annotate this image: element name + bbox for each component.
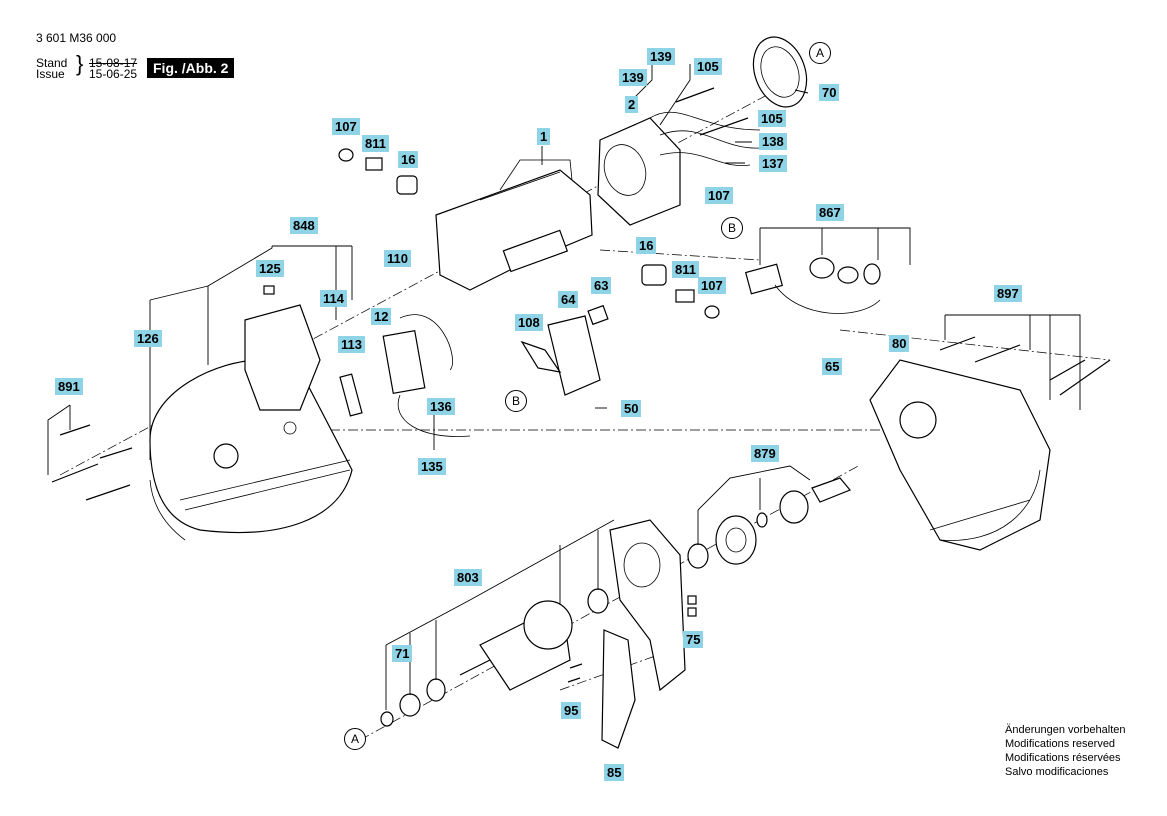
label-803: 803 bbox=[454, 569, 482, 586]
gear-housing-plate bbox=[609, 519, 686, 692]
stand-date: 15-08-17 bbox=[89, 56, 138, 70]
label-63: 63 bbox=[591, 277, 612, 294]
label-65: 65 bbox=[822, 358, 843, 375]
label-71: 71 bbox=[392, 645, 413, 662]
label-107-motor: 107 bbox=[705, 187, 733, 204]
label-1: 1 bbox=[537, 128, 551, 145]
label-75: 75 bbox=[683, 631, 704, 648]
label-138: 138 bbox=[759, 133, 787, 150]
label-108: 108 bbox=[515, 314, 543, 331]
ref-a-bottom: A bbox=[344, 728, 366, 750]
figure-title: Fig. /Abb. 2 bbox=[147, 58, 235, 78]
note-fr: Modifications réservées bbox=[1005, 752, 1121, 764]
label-80: 80 bbox=[889, 335, 910, 352]
gear-stack-879 bbox=[687, 477, 851, 569]
electronics-module-12 bbox=[382, 329, 426, 395]
label-137: 137 bbox=[759, 155, 787, 172]
ref-a-top: A bbox=[809, 42, 831, 64]
label-136: 136 bbox=[427, 398, 455, 415]
ref-b-bottom: B bbox=[505, 390, 527, 412]
blade-guard-left-848 bbox=[149, 304, 353, 541]
label-135: 135 bbox=[418, 458, 446, 475]
label-891: 891 bbox=[55, 378, 83, 395]
cover-64 bbox=[520, 304, 609, 396]
blade-guard-right-897 bbox=[869, 359, 1051, 551]
brush-set-right bbox=[641, 264, 720, 319]
label-95: 95 bbox=[561, 702, 582, 719]
issue-label: Issue bbox=[36, 67, 65, 81]
label-107-right: 107 bbox=[698, 277, 726, 294]
label-867: 867 bbox=[816, 204, 844, 221]
label-50: 50 bbox=[621, 400, 642, 417]
stand-label: Stand bbox=[36, 56, 68, 70]
label-110: 110 bbox=[384, 250, 411, 267]
stator-2 bbox=[597, 111, 761, 226]
brace: } bbox=[76, 51, 84, 76]
label-879: 879 bbox=[751, 445, 779, 462]
part-125 bbox=[263, 285, 275, 295]
brush-set-left bbox=[338, 148, 418, 195]
label-126: 126 bbox=[134, 330, 162, 347]
label-113: 113 bbox=[338, 336, 365, 353]
note-es: Salvo modificaciones bbox=[1005, 766, 1109, 778]
label-848: 848 bbox=[290, 217, 318, 234]
label-811-left: 811 bbox=[362, 135, 389, 152]
label-107-left: 107 bbox=[332, 118, 360, 135]
label-16-right: 16 bbox=[636, 237, 657, 254]
switch-867 bbox=[744, 257, 881, 314]
label-16-left: 16 bbox=[398, 151, 419, 168]
label-114: 114 bbox=[320, 290, 347, 307]
label-139-left: 139 bbox=[619, 69, 647, 86]
note-de: Änderungen vorbehalten bbox=[1005, 724, 1126, 736]
label-139-top: 139 bbox=[647, 48, 675, 65]
motor-housing-1 bbox=[435, 159, 593, 291]
leader-lines bbox=[47, 64, 1081, 710]
part-113 bbox=[339, 373, 363, 417]
label-2: 2 bbox=[625, 96, 639, 113]
label-811-right: 811 bbox=[672, 261, 699, 278]
label-897: 897 bbox=[994, 285, 1022, 302]
riving-part-85 bbox=[601, 629, 636, 749]
label-105-top: 105 bbox=[694, 58, 722, 75]
label-105-right: 105 bbox=[758, 110, 786, 127]
ref-b-top: B bbox=[721, 217, 743, 239]
label-125: 125 bbox=[256, 260, 284, 277]
issue-date: 15-06-25 bbox=[89, 67, 138, 81]
label-70: 70 bbox=[819, 84, 840, 101]
fan-ring-70 bbox=[752, 36, 808, 108]
label-64: 64 bbox=[558, 291, 579, 308]
label-85: 85 bbox=[604, 764, 625, 781]
armature-803 bbox=[380, 588, 609, 727]
modification-notes: Änderungen vorbehalten Modifications res… bbox=[1005, 723, 1125, 779]
note-en: Modifications reserved bbox=[1005, 738, 1116, 750]
part-number: 3 601 M36 000 bbox=[36, 31, 117, 45]
label-12: 12 bbox=[371, 308, 392, 325]
